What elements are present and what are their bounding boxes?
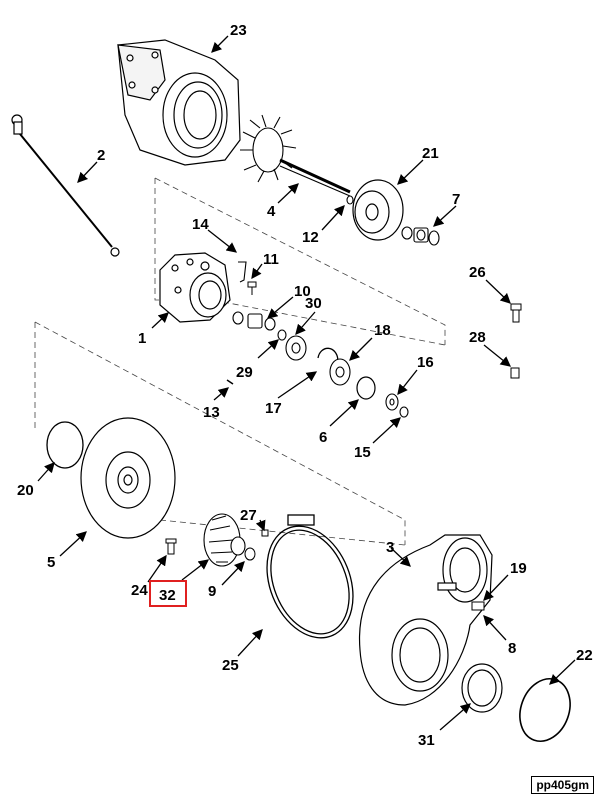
- callout-32: 32: [159, 587, 176, 604]
- leader-arrows: [37, 35, 576, 731]
- bearing-housing-part: [159, 252, 231, 323]
- callout-19: 19: [510, 560, 527, 577]
- callout-24: 24: [131, 582, 148, 599]
- callout-labels: 23 2 21 7 4 12 14 11 26 10 30 1 18 28 29…: [17, 22, 593, 749]
- screw-part-11: [247, 281, 257, 295]
- callout-6: 6: [319, 429, 327, 446]
- callout-29: 29: [236, 364, 253, 381]
- thrust-collar-part: [277, 329, 307, 361]
- compressor-housing-part: [358, 534, 493, 706]
- callout-20: 20: [17, 482, 34, 499]
- o-ring-part-20: [46, 421, 84, 469]
- callout-28: 28: [469, 329, 486, 346]
- callout-25: 25: [222, 657, 239, 674]
- callout-4: 4: [267, 203, 276, 220]
- compressor-backplate-part: [80, 417, 176, 539]
- callout-3: 3: [386, 539, 394, 556]
- callout-2: 2: [97, 147, 105, 164]
- ring-insert-part-31: [461, 663, 503, 713]
- sensor-rod-part: [11, 114, 120, 257]
- backplate-part: [352, 179, 404, 241]
- callout-27: 27: [240, 507, 257, 524]
- callout-highlight-box: [149, 580, 187, 607]
- callout-17: 17: [265, 400, 282, 417]
- callout-12: 12: [302, 229, 319, 246]
- callout-16: 16: [417, 354, 434, 371]
- callout-15: 15: [354, 444, 371, 461]
- ring-part-15: [399, 406, 409, 418]
- seal-part-16: [385, 393, 399, 411]
- callout-23: 23: [230, 22, 247, 39]
- compressor-wheel-part: [203, 513, 246, 567]
- bracket-part-19: [471, 601, 485, 611]
- callout-26: 26: [469, 264, 486, 281]
- assembly-guide-lines: [34, 177, 446, 546]
- callout-21: 21: [422, 145, 439, 162]
- callout-5: 5: [47, 554, 55, 571]
- screw-part-24: [165, 538, 177, 555]
- turbine-shaft-wheel-part: [240, 114, 351, 197]
- insert-part-18: [329, 358, 351, 386]
- callout-11: 11: [263, 251, 279, 268]
- callout-18: 18: [374, 322, 391, 339]
- plug-part-28: [510, 367, 520, 379]
- pin-part-13: [226, 379, 234, 385]
- fitting-part-26: [510, 303, 522, 323]
- o-ring-part-6: [356, 376, 376, 400]
- callout-1: 1: [138, 330, 146, 347]
- callout-14: 14: [192, 216, 209, 233]
- callout-22: 22: [576, 647, 593, 664]
- figure-id-tag: pp405gm: [531, 776, 594, 794]
- v-band-clamp-part: [266, 514, 354, 639]
- callout-13: 13: [203, 404, 220, 421]
- callout-30: 30: [305, 295, 322, 312]
- turbine-housing-part: [117, 39, 241, 166]
- callout-7: 7: [452, 191, 460, 208]
- bearing-part-10: [232, 311, 276, 331]
- callout-9: 9: [208, 583, 216, 600]
- callout-31: 31: [418, 732, 435, 749]
- clip-part-14: [238, 261, 247, 283]
- callout-8: 8: [508, 640, 516, 657]
- nut-part-9: [244, 547, 256, 561]
- retaining-ring-part-22: [519, 678, 571, 742]
- nut-washer-part: [401, 226, 440, 246]
- callout-10: 10: [294, 283, 311, 300]
- ring-part-12: [346, 195, 354, 205]
- bolt-part-27: [261, 529, 269, 537]
